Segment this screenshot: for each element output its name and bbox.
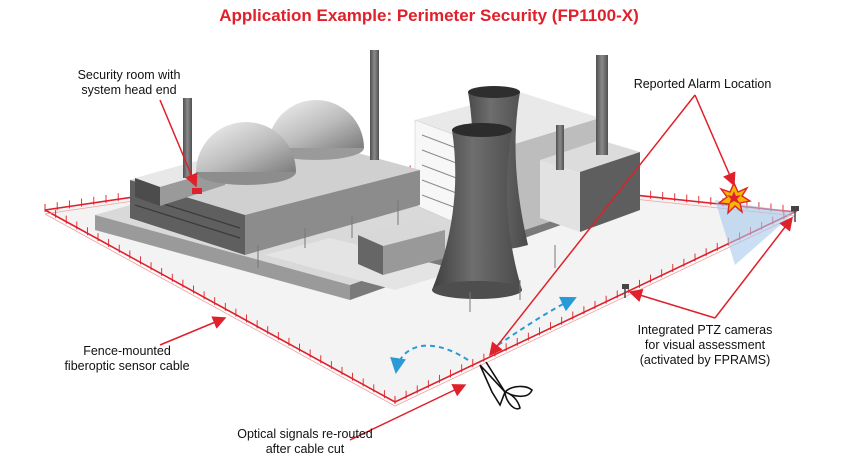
ptz-cameras-line-3: (activated by FPRAMS) <box>639 353 771 367</box>
ptz-cameras-line-2: for visual assessment <box>644 338 766 352</box>
optical-signals-line-1: Optical signals re-routed <box>237 427 373 441</box>
fence-cable-label: Fence-mounted fiberoptic sensor cable <box>42 344 212 374</box>
auxiliary-building <box>358 220 445 275</box>
diagram-title: Application Example: Perimeter Security … <box>219 6 639 25</box>
optical-signals-line-2: after cable cut <box>265 442 345 456</box>
wire-cutter-icon <box>479 361 533 410</box>
cooling-towers <box>432 86 528 299</box>
reported-alarm-text: Reported Alarm Location <box>633 77 772 91</box>
fence-cable-line-2: fiberoptic sensor cable <box>64 359 190 373</box>
ptz-cameras-line-1: Integrated PTZ cameras <box>637 323 773 337</box>
reactor-domes <box>196 100 364 185</box>
security-room-line-1: Security room with <box>77 68 181 82</box>
optical-signals-label: Optical signals re-routed after cable cu… <box>215 427 395 457</box>
explosion-burst-icon <box>717 181 752 215</box>
reroute-signal-arrows <box>390 296 577 374</box>
fence-cable-line-1: Fence-mounted <box>83 344 171 358</box>
light-poles <box>257 200 556 312</box>
reported-alarm-label: Reported Alarm Location <box>615 77 790 92</box>
security-room-marker <box>192 188 202 194</box>
security-room-line-2: system head end <box>81 83 177 97</box>
ptz-cameras-label: Integrated PTZ cameras for visual assess… <box>615 323 795 368</box>
exhaust-stacks <box>183 50 608 178</box>
ptz-camera-icon <box>622 206 799 298</box>
security-room-label: Security room with system head end <box>44 68 214 98</box>
camera-beam <box>715 200 795 265</box>
callout-lines <box>159 94 793 441</box>
